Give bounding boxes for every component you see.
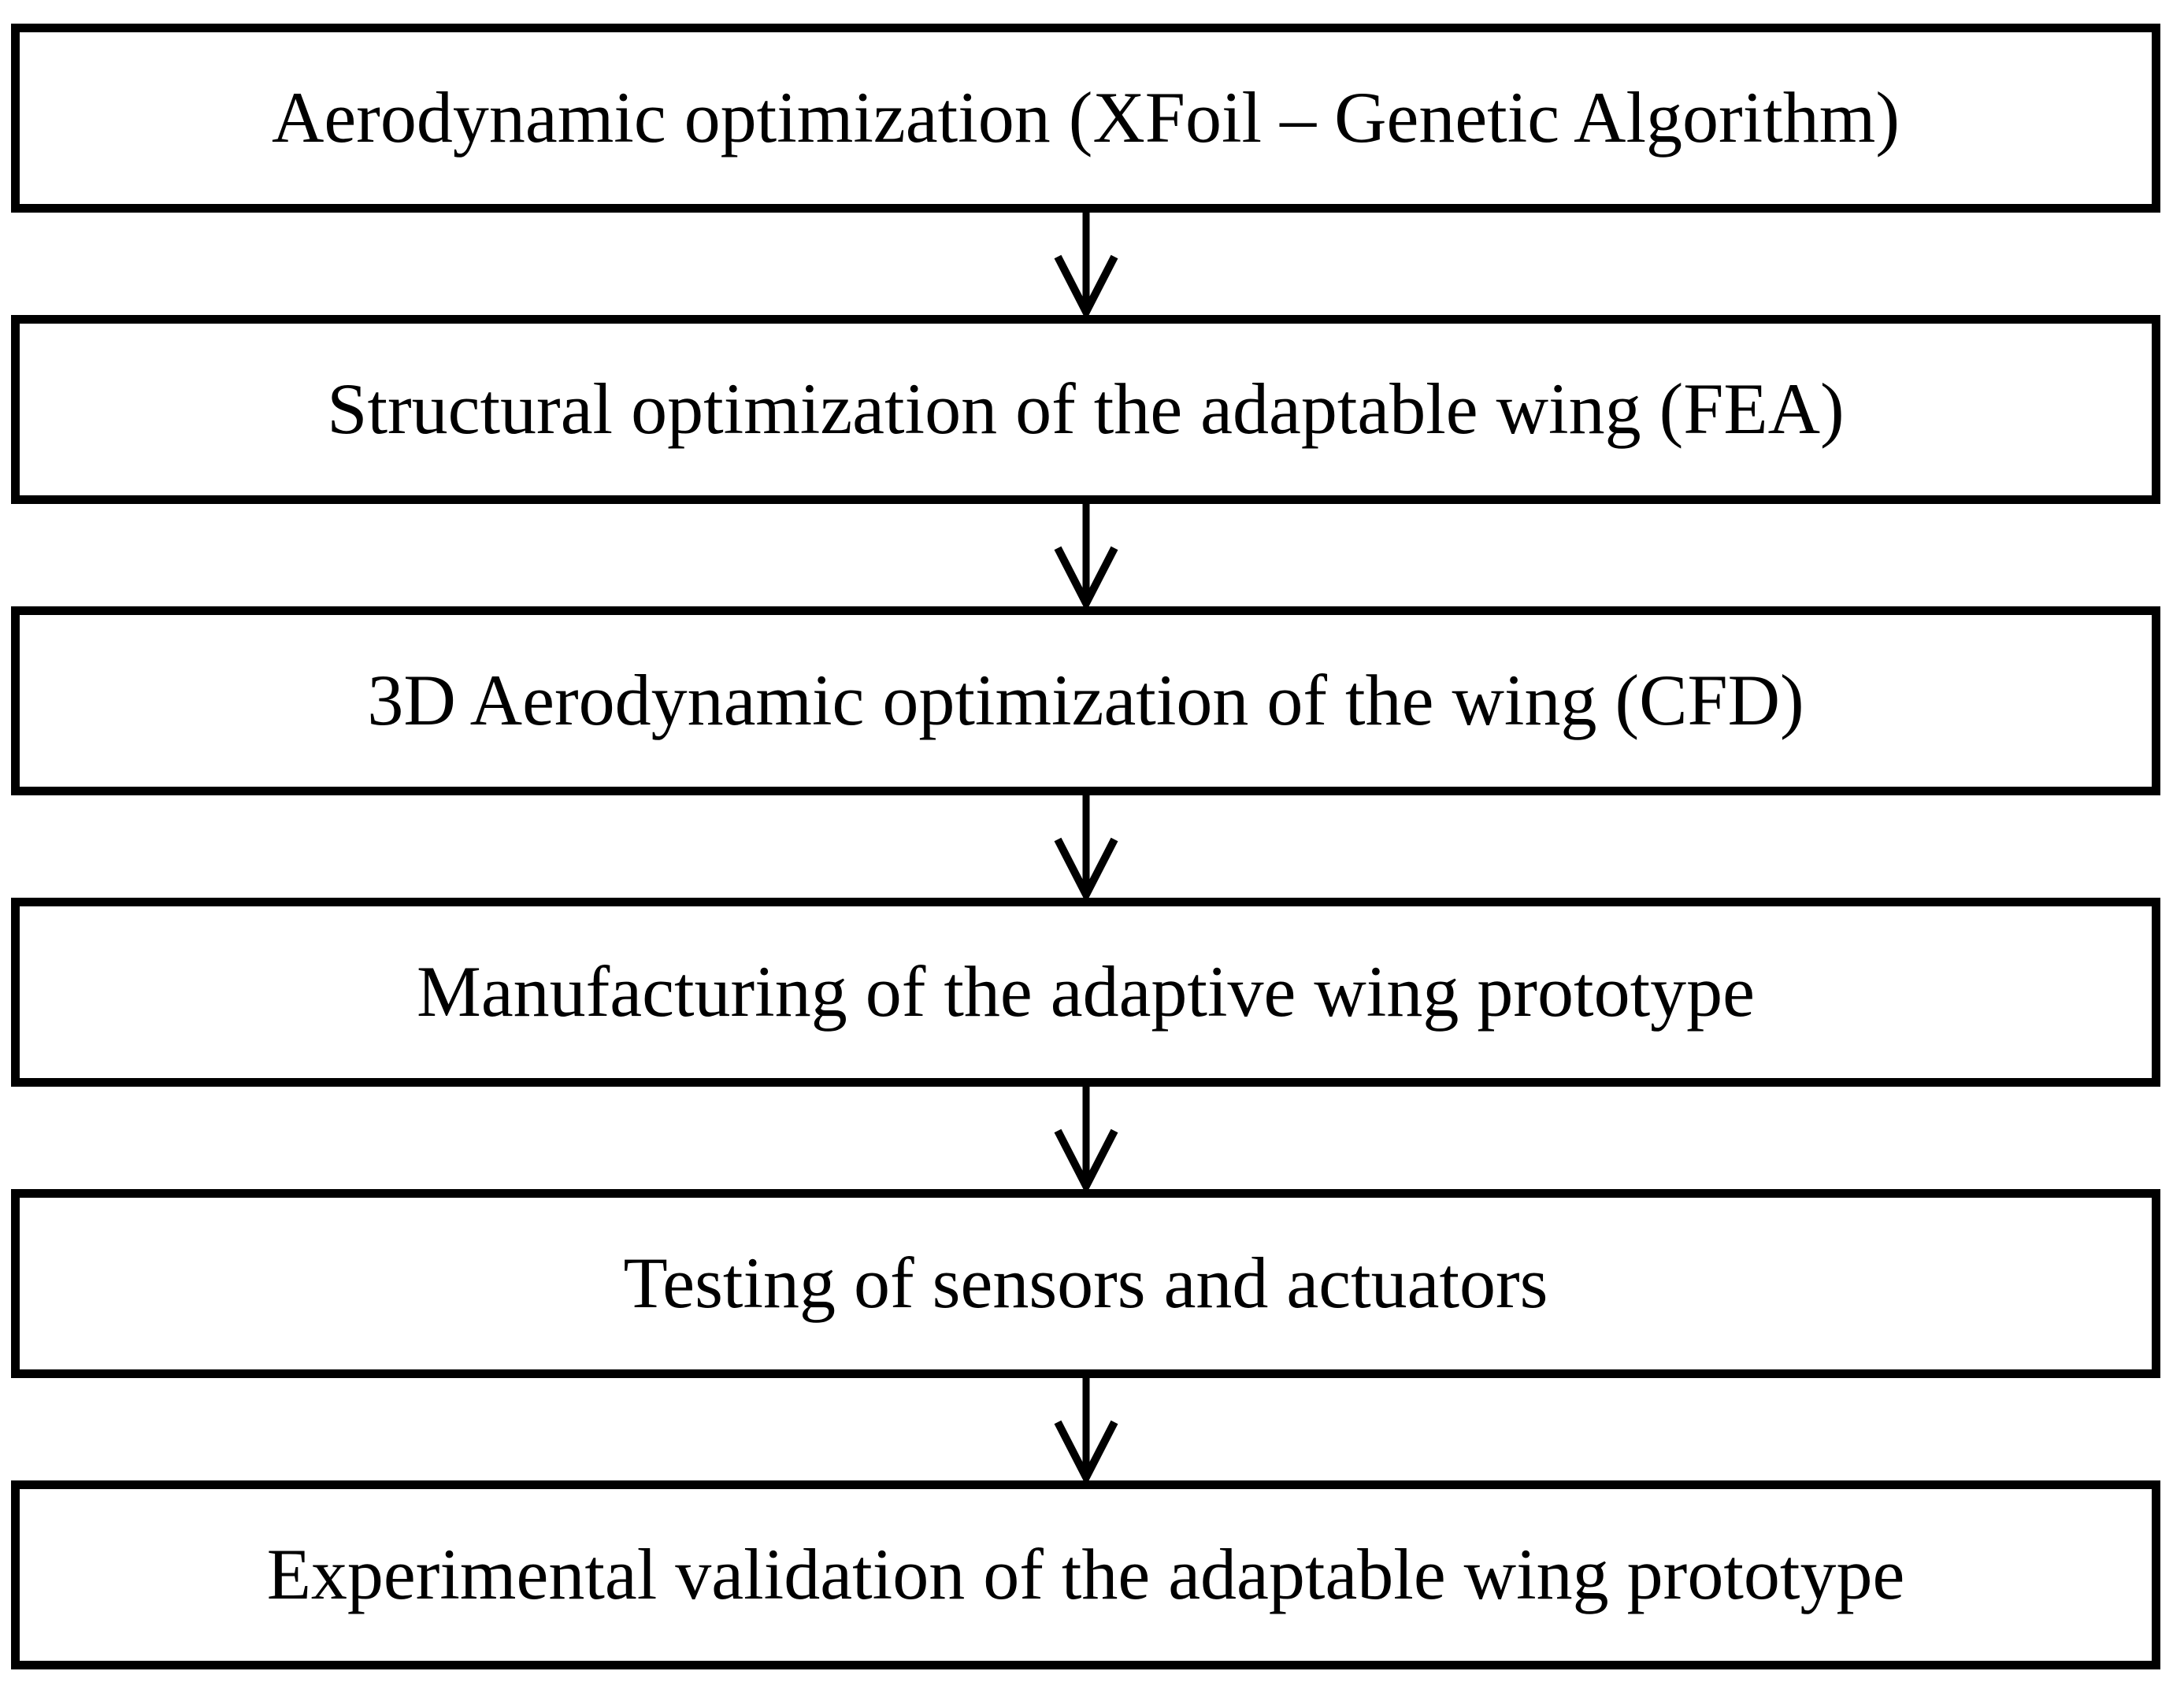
flow-box-manufacturing: Manufacturing of the adaptive wing proto… — [11, 898, 2160, 1087]
flow-box-3d-aerodynamic-optimization: 3D Aerodynamic optimization of the wing … — [11, 606, 2160, 795]
flow-box-label: Experimental validation of the adaptable… — [266, 1534, 1905, 1615]
flow-box-label: Testing of sensors and actuators — [623, 1243, 1548, 1324]
flow-box-aerodynamic-optimization: Aerodynamic optimization (XFoil – Geneti… — [11, 24, 2160, 213]
flow-box-structural-optimization: Structural optimization of the adaptable… — [11, 315, 2160, 504]
flow-box-label: 3D Aerodynamic optimization of the wing … — [367, 660, 1804, 741]
down-arrow-icon — [1054, 504, 1118, 606]
down-arrow-icon — [1054, 1087, 1118, 1189]
flow-box-label: Structural optimization of the adaptable… — [327, 369, 1845, 450]
flow-box-experimental-validation: Experimental validation of the adaptable… — [11, 1480, 2160, 1669]
flow-box-label: Manufacturing of the adaptive wing proto… — [417, 951, 1755, 1032]
down-arrow-icon — [1054, 213, 1118, 315]
down-arrow-icon — [1054, 795, 1118, 898]
flow-box-label: Aerodynamic optimization (XFoil – Geneti… — [271, 77, 1900, 158]
down-arrow-icon — [1054, 1378, 1118, 1480]
flow-box-testing: Testing of sensors and actuators — [11, 1189, 2160, 1378]
